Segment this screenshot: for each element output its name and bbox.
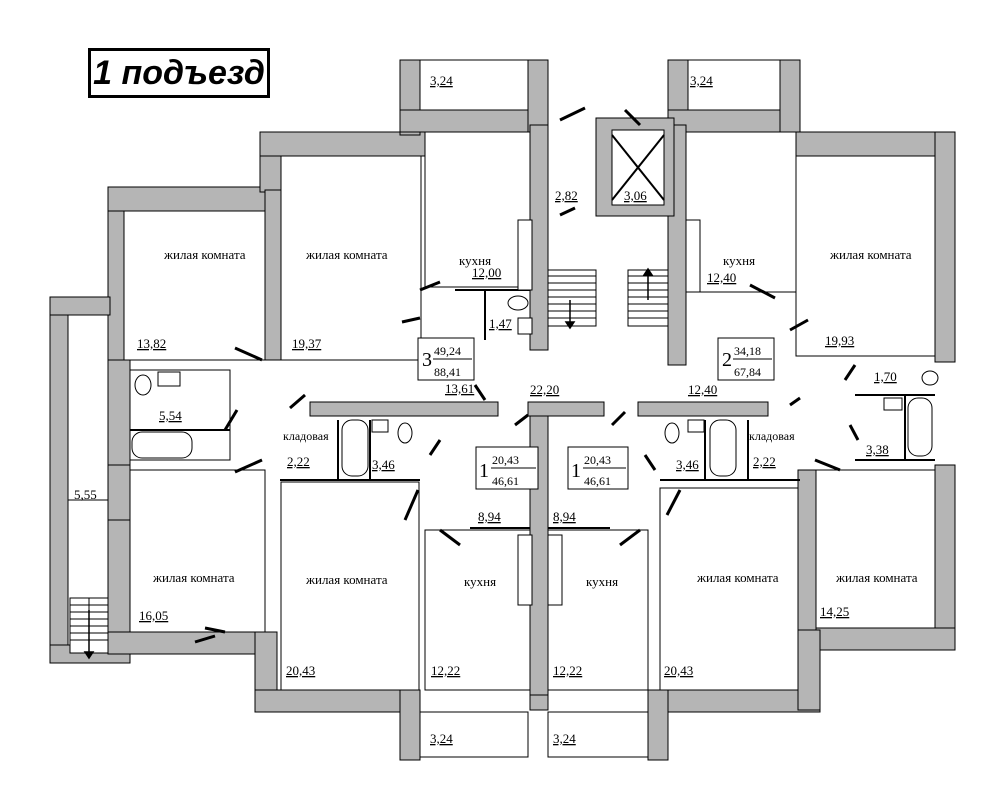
area-label: 12,22	[431, 663, 460, 678]
room-name-living: жилая комната	[835, 570, 918, 585]
apartment-living-area: 34,18	[734, 344, 761, 358]
area-label: 12,00	[472, 265, 501, 280]
apartment-number: 3	[422, 349, 432, 371]
apartment-total-area: 46,61	[492, 474, 519, 488]
area-label: 20,43	[286, 663, 315, 678]
area-label: 2,22	[753, 454, 776, 469]
apartment-number: 1	[571, 460, 581, 482]
room-name-kitchen: кухня	[586, 574, 618, 589]
entrance-title-box: 1 подъезд	[88, 48, 270, 98]
apartment-total-area: 88,41	[434, 365, 461, 379]
area-label: 3,24	[690, 73, 713, 88]
apartment-total-area: 67,84	[734, 365, 761, 379]
area-label: 3,06	[624, 188, 647, 203]
area-label: 13,82	[137, 336, 166, 351]
apartment-number: 2	[722, 349, 732, 371]
room-name-kitchen: кухня	[459, 253, 491, 268]
room-name-living: жилая комната	[829, 247, 912, 262]
room-name-storage: кладовая	[283, 429, 329, 443]
area-label: 8,94	[478, 509, 501, 524]
entrance-title: 1 подъезд	[93, 54, 265, 92]
area-label: 16,05	[139, 608, 168, 623]
area-label: 1,47	[489, 316, 512, 331]
walls	[49, 59, 956, 761]
area-label: 3,24	[430, 73, 453, 88]
room-name-kitchen: кухня	[723, 253, 755, 268]
rooms	[67, 59, 936, 758]
area-label: 2,82	[555, 188, 578, 203]
area-label: 22,20	[530, 382, 559, 397]
area-label: 14,25	[820, 604, 849, 619]
apartment-total-area: 46,61	[584, 474, 611, 488]
door-lines	[194, 106, 860, 644]
apartment-living-area: 49,24	[434, 344, 461, 358]
room-name-living: жилая комната	[152, 570, 235, 585]
apartment-living-area: 20,43	[584, 453, 611, 467]
area-label: 19,93	[825, 333, 854, 348]
area-label: 12,22	[553, 663, 582, 678]
room-name-living: жилая комната	[305, 247, 388, 262]
room-name-kitchen: кухня	[464, 574, 496, 589]
area-label: 12,40	[688, 382, 717, 397]
area-label: 19,37	[292, 336, 322, 351]
fixtures	[131, 219, 939, 606]
area-label: 3,24	[430, 731, 453, 746]
labels: 3 49,24 88,41 2 34,18 67,84 1 20,43 46,6…	[74, 73, 918, 746]
area-label: 1,70	[874, 369, 897, 384]
apartment-number: 1	[479, 460, 489, 482]
area-label: 13,61	[445, 381, 474, 396]
area-label: 5,55	[74, 487, 97, 502]
area-label: 20,43	[664, 663, 693, 678]
area-label: 3,24	[553, 731, 576, 746]
area-label: 3,46	[676, 457, 699, 472]
partitions	[130, 134, 935, 529]
room-name-living: жилая комната	[163, 247, 246, 262]
room-name-living: жилая комната	[696, 570, 779, 585]
room-name-living: жилая комната	[305, 572, 388, 587]
area-label: 3,38	[866, 442, 889, 457]
area-label: 2,22	[287, 454, 310, 469]
room-name-storage: кладовая	[749, 429, 795, 443]
apartment-living-area: 20,43	[492, 453, 519, 467]
area-label: 8,94	[553, 509, 576, 524]
area-label: 12,40	[707, 270, 736, 285]
area-label: 3,46	[372, 457, 395, 472]
area-label: 5,54	[159, 408, 182, 423]
